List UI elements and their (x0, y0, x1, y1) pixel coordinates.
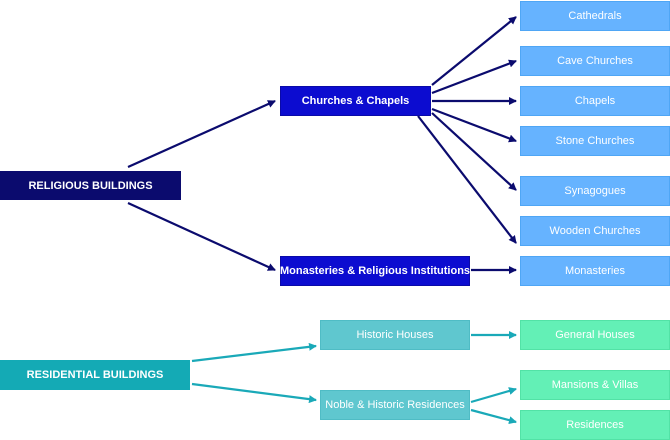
edge-churches-to-cave-churches (431, 59, 517, 95)
node-historic-houses: Historic Houses (320, 320, 470, 350)
edge-religious-to-churches (127, 99, 276, 169)
node-chapels: Chapels (520, 86, 670, 116)
node-noble-and-historic-residences: Noble & Historic Residences (320, 390, 470, 420)
edge-churches-to-cathedrals (431, 16, 517, 86)
node-synagogues: Synagogues (520, 176, 670, 206)
edge-religious-to-monasteries (127, 201, 276, 272)
node-stone-churches: Stone Churches (520, 126, 670, 156)
node-general-houses: General Houses (520, 320, 670, 350)
edge-churches-to-synagogues (431, 112, 517, 191)
node-residences: Residences (520, 410, 670, 440)
node-monasteries: Monasteries (520, 256, 670, 286)
edge-churches-to-stone-churches (431, 107, 517, 143)
node-cave-churches: Cave Churches (520, 46, 670, 76)
node-cathedrals: Cathedrals (520, 1, 670, 31)
node-monasteries-and-religious-institutions: Monasteries & Religious Institutions (280, 256, 470, 286)
edge-residential-to-historic-houses (191, 342, 317, 363)
node-religious-buildings: RELIGIOUS BUILDINGS (0, 171, 181, 200)
edge-churches-to-wooden-churches (417, 115, 517, 244)
edge-noble-to-mansions (470, 387, 517, 404)
node-wooden-churches: Wooden Churches (520, 216, 670, 246)
node-mansions-and-villas: Mansions & Villas (520, 370, 670, 400)
edge-noble-to-residences (470, 408, 517, 425)
node-churches-and-chapels: Churches & Chapels (280, 86, 431, 116)
edge-residential-to-noble-residences (191, 382, 317, 404)
node-residential-buildings: RESIDENTIAL BUILDINGS (0, 360, 190, 390)
